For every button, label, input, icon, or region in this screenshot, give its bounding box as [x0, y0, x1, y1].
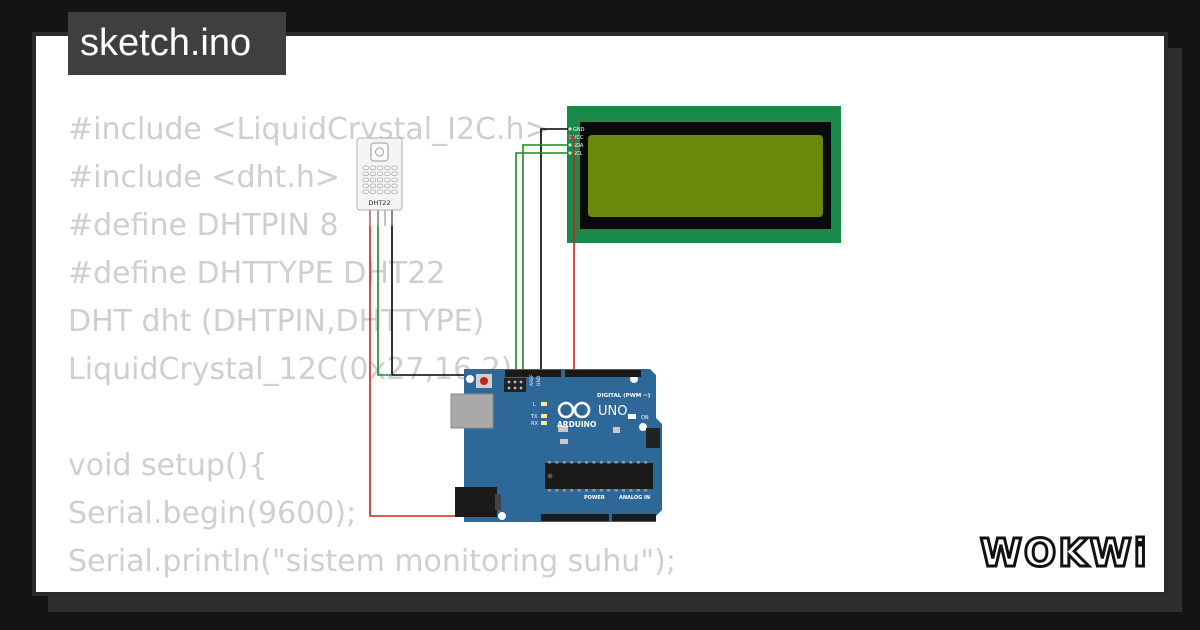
wire-lcd-sda [522, 144, 568, 373]
code-line: void setup(){ [68, 448, 268, 483]
digital-label: DIGITAL (PWM ~) [597, 393, 651, 399]
rx-label: RX [531, 421, 538, 427]
analog-label: ANALOG IN [619, 495, 650, 501]
analog-header [612, 514, 656, 521]
board-brand: ARDUINO [557, 420, 596, 429]
digital-header-left [505, 370, 561, 377]
led-rx [541, 421, 547, 425]
code-line: DHT dht (DHTPIN,DHTTYPE) [68, 304, 485, 339]
wire-dht-gnd [391, 210, 540, 376]
on-label: ON [641, 415, 649, 421]
code-line: Serial.println("sistem monitoring suhu")… [68, 544, 676, 579]
mount-hole [466, 375, 474, 383]
arduino-uno-board[interactable]: UNO ARDUINO DIGITAL (PWM ~) POWER ANALOG… [450, 369, 662, 522]
led-tx [541, 414, 547, 418]
mount-hole [639, 423, 647, 431]
mount-hole [498, 512, 506, 520]
board-model: UNO [598, 404, 627, 419]
lcd-pin-sda: SDA [573, 143, 584, 149]
wokwi-logo[interactable]: WOKWi [978, 528, 1150, 577]
file-tab[interactable]: sketch.ino [68, 12, 286, 75]
code-line: #define DHTPIN 8 [68, 208, 339, 243]
aref-label: AREF [529, 374, 535, 386]
code-line: LiquidCrystal_12C(0x27,16,2) [68, 352, 513, 387]
code-line: #define DHTTYPE DHT22 [68, 256, 446, 291]
lcd-pin-gnd: GND [573, 127, 585, 133]
led-l [541, 402, 547, 406]
power-label: POWER [584, 495, 605, 501]
dht22-label: DHT22 [368, 199, 390, 207]
l-label: L [533, 402, 536, 408]
atmega-chip [545, 463, 653, 489]
usb-port [450, 393, 494, 429]
arduino-logo-icon [557, 401, 591, 419]
code-line: Serial.begin(9600); [68, 496, 357, 531]
code-line: #include <dht.h> [68, 160, 341, 195]
wire-lcd-scl [515, 152, 568, 373]
code-preview: #include <LiquidCrystal_I2C.h>#include <… [68, 106, 676, 592]
lcd-pin-scl: SCL [573, 151, 583, 157]
power-jack [455, 487, 497, 517]
lcd-module[interactable]: GND VCC SDA SCL [567, 106, 841, 243]
lcd-pin-vcc: VCC [573, 135, 584, 141]
dht22-sensor[interactable]: DHT22 [356, 137, 403, 226]
power-header [541, 514, 609, 521]
wire-dht-data [377, 210, 392, 376]
gnd-label: GND [536, 375, 542, 386]
wokwi-logo-text: WOKWi [980, 531, 1149, 575]
tx-label: TX [530, 414, 538, 420]
digital-header-right [565, 370, 641, 377]
wire-lcd-gnd [540, 128, 568, 375]
